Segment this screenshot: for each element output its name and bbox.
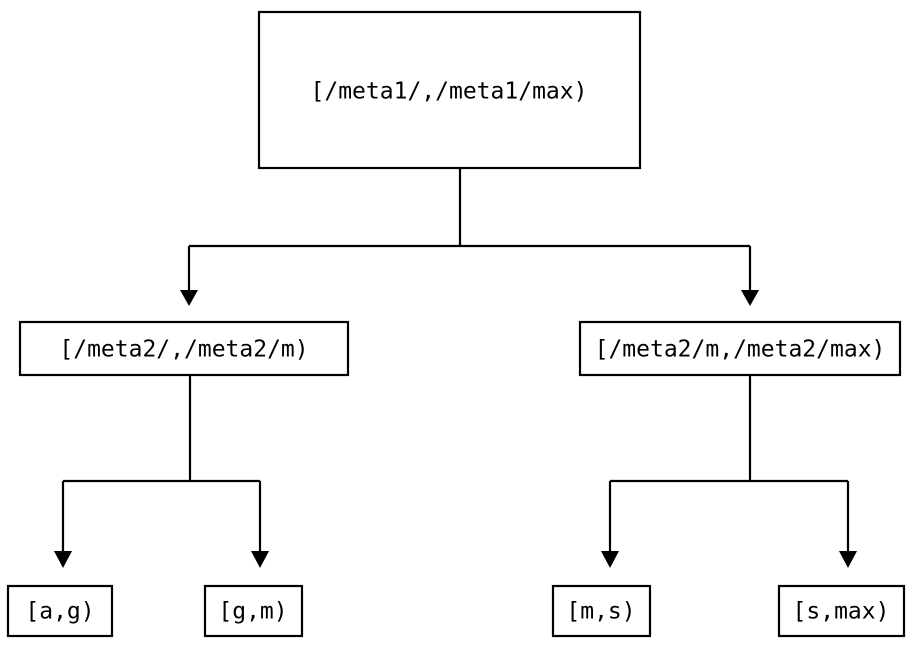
arrowhead-leaf-s-max xyxy=(839,551,857,568)
arrowhead-leaf-g-m xyxy=(251,551,269,568)
mid-left-node-label: [/meta2/,/meta2/m) xyxy=(59,337,308,363)
leaf-a-g-label: [a,g) xyxy=(25,599,94,625)
mid-right-node-box xyxy=(578,320,902,377)
tree-node-leaf-a-g[interactable]: [a,g) xyxy=(6,584,114,638)
edge-mid-right-to-leaves xyxy=(601,375,857,568)
edge-root-to-level1 xyxy=(180,168,759,306)
root-node-label: [/meta1/,/meta1/max) xyxy=(311,79,588,105)
leaf-g-m-label: [g,m) xyxy=(218,599,287,625)
tree-node-leaf-g-m[interactable]: [g,m) xyxy=(203,584,304,638)
arrowhead-mid-right xyxy=(741,290,759,306)
leaf-m-s-label: [m,s) xyxy=(566,599,635,625)
edge-mid-left-to-leaves xyxy=(54,375,269,568)
mid-right-node-label: [/meta2/m,/meta2/max) xyxy=(595,337,886,363)
arrowhead-leaf-a-g xyxy=(54,551,72,568)
tree-node-mid-left[interactable]: [/meta2/,/meta2/m) xyxy=(18,320,350,377)
leaf-m-s-box xyxy=(551,584,652,638)
leaf-g-m-box xyxy=(203,584,304,638)
tree-node-mid-right[interactable]: [/meta2/m,/meta2/max) xyxy=(578,320,902,377)
tree-node-leaf-s-max[interactable]: [s,max) xyxy=(777,584,906,638)
leaf-a-g-box xyxy=(6,584,114,638)
arrowhead-mid-left xyxy=(180,290,198,306)
arrowhead-leaf-m-s xyxy=(601,551,619,568)
leaf-s-max-label: [s,max) xyxy=(793,599,890,625)
tree-node-leaf-m-s[interactable]: [m,s) xyxy=(551,584,652,638)
root-node-box xyxy=(257,10,642,170)
tree-node-root[interactable]: [/meta1/,/meta1/max) xyxy=(257,10,642,170)
mid-left-node-box xyxy=(18,320,350,377)
leaf-s-max-box xyxy=(777,584,906,638)
